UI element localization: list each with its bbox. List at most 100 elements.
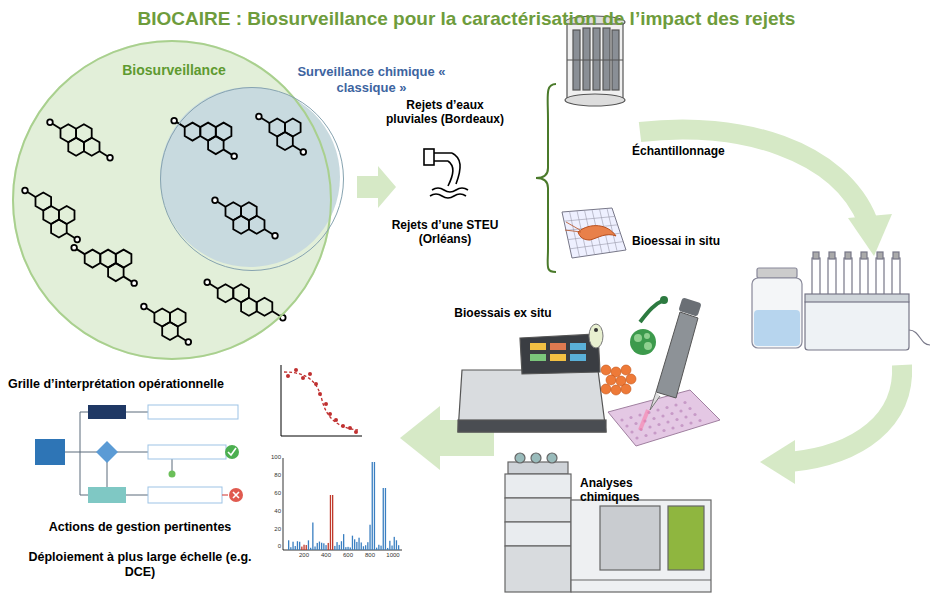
output-label: Grille d’interprétation opérationnelle [8, 377, 270, 392]
diagram-title: BIOCAIRE : Biosurveillance pour la carac… [0, 8, 933, 31]
stroke [67, 233, 75, 238]
well [656, 408, 659, 411]
peak [391, 546, 392, 550]
molecule [71, 245, 137, 286]
atom [22, 188, 28, 194]
region-heading: Biosurveillance [74, 62, 274, 79]
atom [171, 118, 177, 124]
peak [345, 547, 346, 550]
tube [876, 258, 884, 296]
peak [374, 462, 375, 550]
well [689, 421, 692, 424]
spe-manifold [805, 252, 930, 350]
region-circle: Surveillance chimique « classique » [160, 87, 344, 271]
peak [336, 542, 337, 550]
atom [107, 155, 113, 161]
well [652, 417, 655, 420]
well [638, 413, 641, 416]
in-situ-cage [562, 208, 626, 258]
well [688, 407, 691, 410]
output-label: Déploiement à plus large échelle (e.g. D… [22, 550, 258, 580]
well [644, 434, 647, 437]
peak [372, 462, 373, 550]
stroke [178, 336, 186, 341]
atom [231, 153, 237, 159]
well [684, 415, 687, 418]
axis-tick: 800 [358, 552, 382, 558]
stroke [570, 211, 580, 256]
peak [389, 541, 390, 550]
interpretation-flowchart [35, 405, 243, 503]
stroke [210, 284, 218, 289]
circle-fills [12, 40, 340, 360]
well [670, 412, 673, 415]
well [635, 436, 638, 439]
ring [257, 298, 273, 316]
well [680, 424, 683, 427]
hplc-ms [505, 453, 711, 592]
well [648, 425, 651, 428]
stroke [265, 229, 273, 234]
axis-tick: 40 [262, 508, 281, 514]
peak [306, 545, 307, 550]
atom [71, 245, 77, 251]
tube [844, 258, 852, 296]
stroke [272, 311, 280, 316]
peak [314, 546, 315, 550]
tube [892, 258, 900, 296]
molecule [22, 188, 80, 243]
ring [241, 298, 257, 316]
peak [297, 541, 298, 550]
peak [328, 543, 329, 550]
peak [343, 534, 344, 550]
well [620, 418, 623, 421]
peak [380, 546, 381, 550]
stroke [564, 216, 615, 221]
tube-cap [829, 252, 835, 259]
ring [277, 132, 293, 150]
ring [185, 123, 201, 141]
peak [358, 538, 359, 550]
peak [292, 542, 293, 550]
egg [606, 375, 616, 385]
atom [47, 119, 53, 125]
stroke [224, 150, 232, 155]
peak [369, 525, 370, 550]
molecules [22, 114, 306, 345]
peak [299, 542, 300, 550]
egg [626, 374, 636, 384]
axis-tick: 1000 [381, 552, 405, 558]
atom [301, 149, 307, 155]
well [674, 403, 677, 406]
peak [330, 495, 331, 550]
tube [812, 258, 820, 296]
jar [752, 268, 802, 348]
stroke [124, 277, 132, 282]
peak [323, 543, 324, 550]
well [661, 414, 664, 417]
ring [68, 138, 84, 156]
peak [376, 548, 377, 550]
stroke [52, 124, 60, 129]
peak [339, 545, 340, 550]
peak [310, 548, 311, 550]
peak [321, 543, 322, 550]
step-label: Analyses chimiques [580, 476, 650, 505]
well [666, 420, 669, 423]
region-heading: Surveillance chimique « classique » [289, 64, 454, 95]
peak [367, 542, 368, 550]
egg [611, 385, 621, 395]
peak [365, 545, 366, 550]
outfall-icon [424, 149, 468, 198]
well [665, 406, 668, 409]
stroke [570, 242, 623, 249]
axis-tick: 20 [262, 526, 281, 532]
peak [352, 536, 353, 550]
well [634, 422, 637, 425]
axis-tick: 0 [262, 543, 281, 549]
tube [828, 258, 836, 296]
source-label: Rejets d’eaux pluviales (Bordeaux) [385, 98, 505, 127]
molecule [212, 197, 278, 238]
well [679, 409, 682, 412]
ring [249, 216, 265, 234]
